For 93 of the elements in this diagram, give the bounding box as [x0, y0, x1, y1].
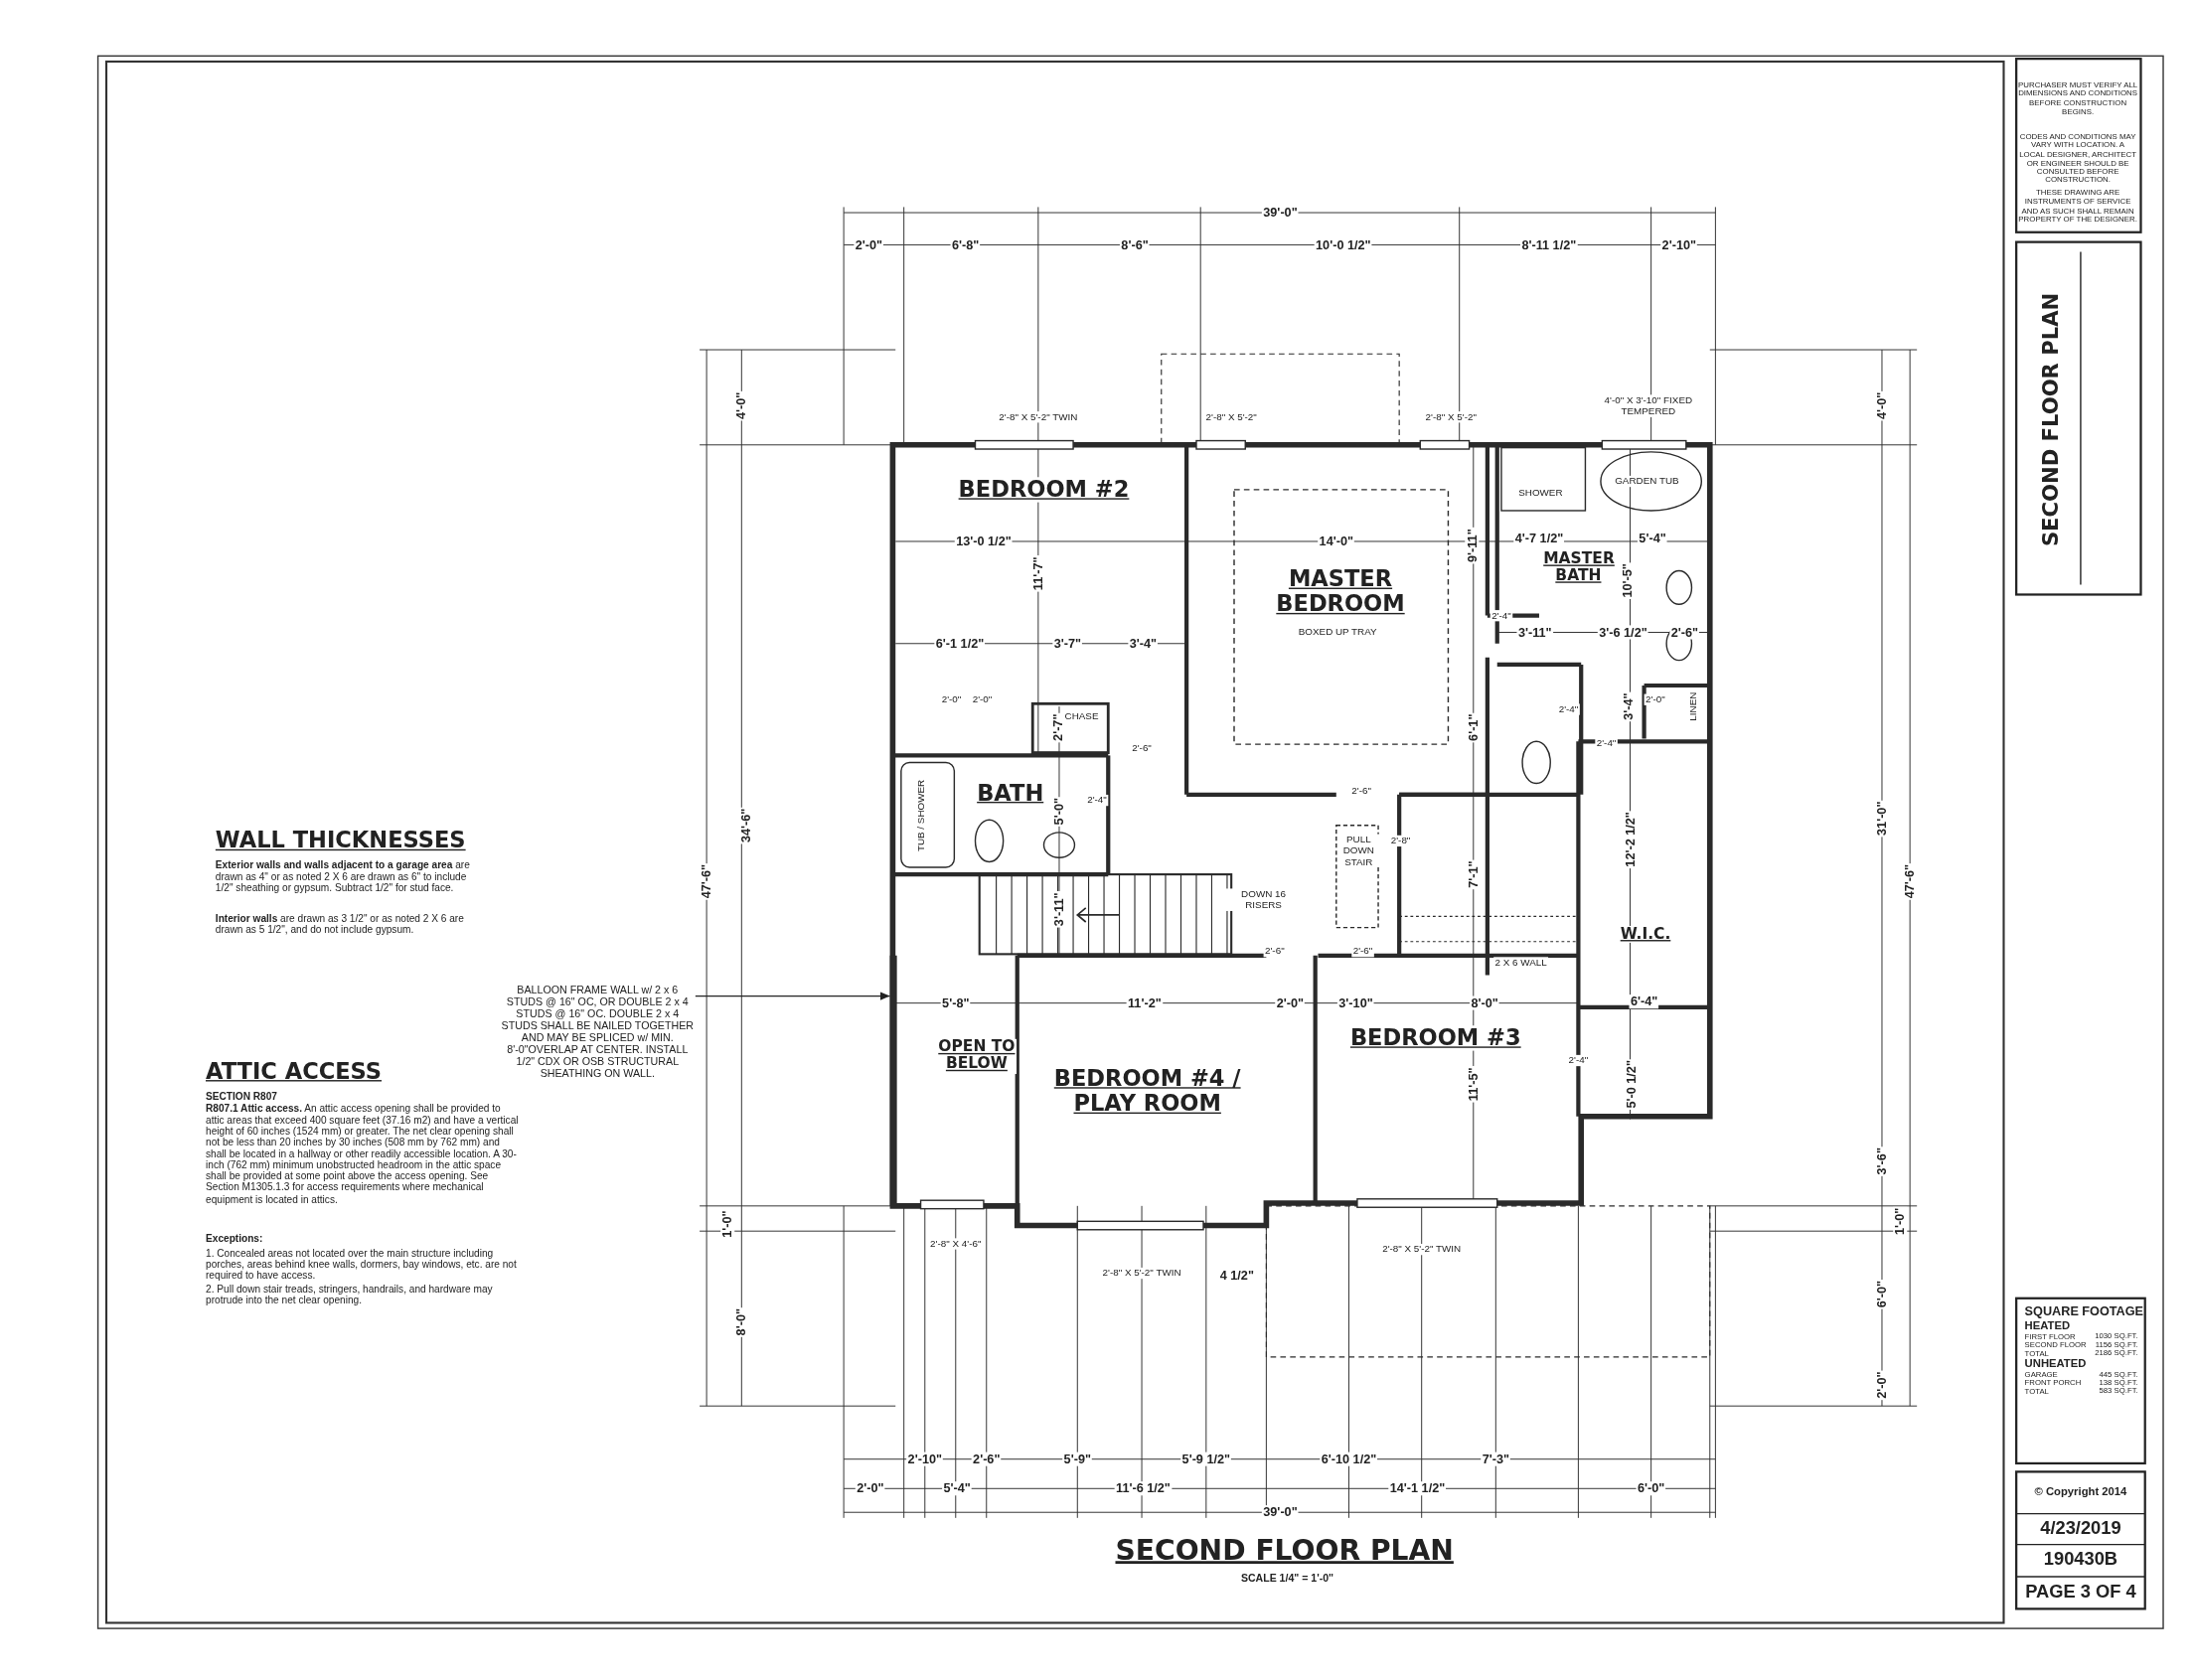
fixture-label: 2'-6" [1351, 946, 1374, 958]
note-paragraph: Interior walls are drawn as 3 1/2" or as noted 2 X 6 are drawn as 5 1/2", and do not include gypsum. [215, 913, 465, 937]
dimension-label: 34'-6" [738, 807, 753, 844]
dimension-label: 6'-4" [1629, 994, 1659, 1009]
date-text: 4/23/2019 [2040, 1518, 2121, 1540]
dimension-label: 11'-7" [1030, 555, 1045, 592]
section-heading: ATTIC ACCESS [206, 1059, 383, 1085]
fixture-label: 2'-8" [1389, 835, 1412, 846]
section-heading: WALL THICKNESSES [215, 828, 466, 853]
note-paragraph: 2. Pull down stair treads, stringers, handrails, and hardware may protrude into the net clear opening. [206, 1284, 494, 1307]
dimension-label: 3'-11" [1516, 625, 1553, 640]
fixture-label: BOXED UP TRAY [1297, 627, 1379, 638]
dimension-label: 6'-0" [1636, 1481, 1666, 1496]
dimension-label: 5'-4" [942, 1481, 973, 1496]
dimension-label: 3'-6 1/2" [1597, 625, 1649, 640]
room-name: BEDROOM #3 [1348, 1025, 1523, 1051]
fixture-label: 2'-6" [1130, 742, 1154, 754]
fixture-label: CHASE [1063, 710, 1100, 722]
room-name: MASTER BATH [1541, 550, 1615, 586]
dimension-label: 1'-0" [720, 1209, 735, 1240]
fixture-label: 2'-4" [1567, 1054, 1590, 1066]
scale-note: SCALE 1/4" = 1'-0" [1240, 1573, 1334, 1586]
room-name: BEDROOM #2 [957, 477, 1131, 503]
dimension-label: 2'-10" [906, 1451, 944, 1466]
page-number: PAGE 3 OF 4 [2025, 1582, 2136, 1603]
dimension-label: 7'-1" [1466, 859, 1481, 890]
dimension-label: 6'-1 1/2" [934, 636, 986, 651]
table-heading: SQUARE FOOTAGE [2024, 1303, 2144, 1318]
dimension-label: 2'-0" [1275, 995, 1306, 1010]
fixture-label: 2'-0" [971, 693, 994, 705]
window-label: 2'-8" X 4'-6" [928, 1238, 983, 1250]
fixture-label: 2 X 6 WALL [1493, 957, 1549, 969]
dimension-label: 39'-0" [1261, 1505, 1300, 1520]
fixture-label: 2'-4" [1595, 737, 1618, 749]
dimension-label: 2'-6" [971, 1451, 1002, 1466]
dimension-label: 5'-9 1/2" [1180, 1451, 1232, 1466]
dimension-label: 9'-11" [1465, 527, 1480, 564]
table-heading: UNHEATED [2024, 1358, 2087, 1371]
dimension-label: 7'-3" [1481, 1451, 1511, 1466]
dimension-label: 10'-0 1/2" [1314, 237, 1372, 252]
fixture-label: 2'-4" [1085, 794, 1109, 806]
dimension-label: 6'-10 1/2" [1320, 1451, 1378, 1466]
fixture-label: TUB / SHOWER [915, 778, 927, 853]
window-label: 2'-8" X 5'-2" [1424, 411, 1479, 423]
dimension-label: 10'-5" [1620, 561, 1635, 599]
note-subheading: SECTION R807 [206, 1091, 277, 1103]
dimension-label: 3'-10" [1336, 995, 1375, 1010]
note-paragraph: 1. Concealed areas not located over the main structure including porches, areas behind knee walls, dormers, bay windows, etc. are not required to have access. [206, 1248, 518, 1283]
dimension-label: 3'-7" [1052, 636, 1083, 651]
table-heading: HEATED [2024, 1320, 2071, 1333]
fixture-label: SHOWER [1516, 487, 1564, 499]
dimension-label: 6'-1" [1466, 712, 1481, 743]
fixture-label: 2'-0" [940, 693, 963, 705]
note-paragraph: R807.1 Attic access. An attic access opening shall be provided to attic areas that exceed 400 square feet (37.16 m2) and have a vertical height of 60 inches (1524 mm) or greater. The net clear opening shall not be less than 20 inches by 30 inches (508 mm by 762 mm) and shall be located in a hallway or other readily accessible location. A 30-inch (762 mm) minimum unobstructed headroom in the attic space shall be provided at some point above the access opening. See Section M1305.1.3 for access requirements where mechanical equipment is located in attics. [206, 1104, 520, 1206]
dimension-label: 8'-11 1/2" [1520, 237, 1578, 252]
drawing-number: 190430B [2043, 1549, 2118, 1571]
dimension-label: 14'-1 1/2" [1388, 1481, 1447, 1496]
window-label: 2'-8" X 5'-2" [1204, 411, 1259, 423]
drawing-title: SECOND FLOOR PLAN [1115, 1534, 1454, 1566]
fixture-label: 2'-6" [1349, 785, 1373, 797]
dimension-label: 5'-9" [1062, 1451, 1093, 1466]
dimension-label: 5'-8" [940, 995, 971, 1010]
leader-line [695, 992, 891, 1000]
dimension-label: 2'-10" [1660, 237, 1698, 252]
fixture-label: 2'-4" [1489, 610, 1513, 622]
window-label: 2'-8" X 5'-2" TWIN [1101, 1267, 1182, 1279]
note-paragraph: Exterior walls and walls adjacent to a garage area are drawn as 4" or as noted 2 X 6 are drawn as 6" to include 1/2" sheathing or gypsum. Subtract 1/2" for stud face. [215, 860, 471, 895]
dimension-label: 2'-0" [854, 237, 884, 252]
note-subheading: Exceptions: [206, 1234, 263, 1246]
dimension-label: 12'-2 1/2" [1623, 810, 1638, 869]
dimension-label: 11'-5" [1466, 1066, 1481, 1103]
dimension-label: 2'-6" [1669, 625, 1700, 640]
fixture-label: GARDEN TUB [1613, 475, 1681, 487]
dimension-label: 8'-6" [1119, 237, 1151, 252]
fixture-label: 2'-6" [1263, 946, 1287, 958]
dimension-label: 5'-0 1/2" [1624, 1058, 1639, 1110]
dimension-label: 11'-6 1/2" [1114, 1481, 1173, 1496]
sheet-title: SECOND FLOOR PLAN [2039, 292, 2064, 547]
dimension-label: 1'-0" [1893, 1206, 1908, 1237]
window-label: 2'-8" X 5'-2" TWIN [1380, 1244, 1463, 1255]
dimension-label: 8'-0" [1469, 995, 1500, 1010]
note-text: BALLOON FRAME WALL w/ 2 x 6 STUDS @ 16" OC, OR DOUBLE 2 x 4 STUDS @ 16" OC. DOUBLE 2 x 4 STUDS SHALL BE NAILED TOGETHER AND MAY BE SPLICED w/ MIN. 8'-0"OVERLAP AT CENTER. INSTALL 1/2" CDX OR OSB STRUCTURAL SHEATHING ON WALL. [499, 985, 696, 1081]
dimension-label: 11'-2" [1126, 995, 1164, 1010]
wall-segment [889, 955, 897, 1206]
dimension-label: 6'-8" [950, 237, 981, 252]
dimension-label: 2'-7" [1050, 712, 1065, 743]
fixture-label: 2'-4" [1557, 703, 1580, 715]
fixture-label: LINEN [1687, 690, 1699, 723]
dimension-label: 3'-4" [1128, 636, 1159, 651]
fixture-label: 2'-0" [1644, 693, 1667, 705]
window-label: 2'-8" X 5'-2" TWIN [997, 411, 1079, 423]
room-name: OPEN TO BELOW [936, 1038, 1018, 1074]
copyright-note: © Copyright 2014 [2034, 1486, 2127, 1499]
